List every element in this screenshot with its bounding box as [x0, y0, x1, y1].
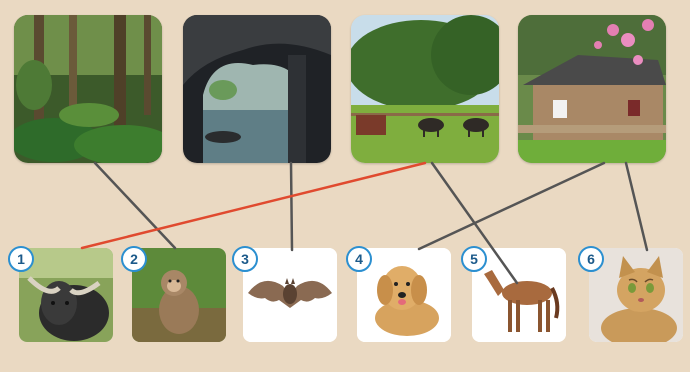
animal-card-bat[interactable]: [243, 248, 337, 342]
animal-number-badge: 5: [461, 246, 487, 272]
animal-card-horse[interactable]: [472, 248, 566, 342]
connector-line-h4-animal-6: [624, 161, 649, 252]
habitat-cave[interactable]: [183, 15, 331, 163]
animal-card-buffalo[interactable]: [19, 248, 113, 342]
animal-number-badge: 2: [121, 246, 147, 272]
rainforest-icon: [14, 15, 162, 163]
habitat-village[interactable]: [518, 15, 666, 163]
connector-line-h1-animal-2: [93, 161, 177, 250]
animal-card-monkey[interactable]: [132, 248, 226, 342]
water-buffalo-icon: [19, 248, 113, 342]
cat-icon: [589, 248, 683, 342]
connector-line-h3-animal-1: [80, 161, 427, 250]
habitat-rainforest[interactable]: [14, 15, 162, 163]
village-house-icon: [518, 15, 666, 163]
connector-line-h2-animal-3: [289, 161, 294, 252]
animal-number-badge: 4: [346, 246, 372, 272]
pasture-icon: [351, 15, 499, 163]
connector-line-h4-animal-4: [417, 161, 606, 251]
animal-number-badge: 3: [232, 246, 258, 272]
horse-icon: [472, 248, 566, 342]
animal-number-badge: 1: [8, 246, 34, 272]
bat-icon: [243, 248, 337, 342]
cave-icon: [183, 15, 331, 163]
monkey-icon: [132, 248, 226, 342]
animal-number-badge: 6: [578, 246, 604, 272]
animal-card-cat[interactable]: [589, 248, 683, 342]
habitat-pasture[interactable]: [351, 15, 499, 163]
